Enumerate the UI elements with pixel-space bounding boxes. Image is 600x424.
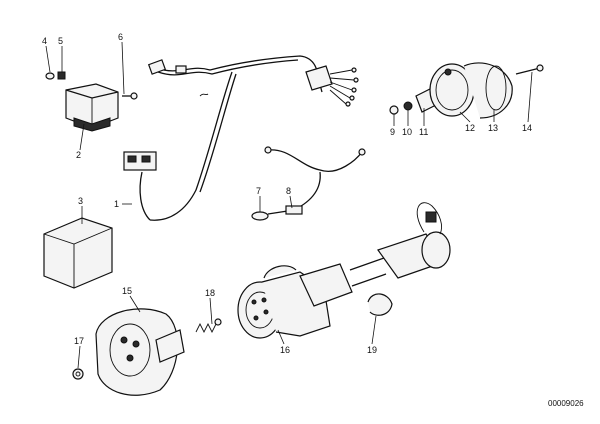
callout-9: 9 [390, 127, 395, 137]
callout-6: 6 [118, 32, 123, 42]
callout-16: 16 [280, 345, 290, 355]
part-19-clamp [367, 293, 393, 316]
part-15-socket-housing [95, 308, 185, 396]
part-3-cover [43, 217, 113, 289]
part-18-spring [195, 318, 222, 334]
part-9-spring-washer [389, 105, 399, 115]
callout-12: 12 [465, 123, 475, 133]
callout-15: 15 [122, 286, 132, 296]
part-14-bolt [515, 64, 544, 75]
part-5-nut [57, 71, 66, 80]
part-16-trailer-socket [237, 202, 451, 339]
drawing-code: 00009026 [548, 399, 584, 408]
callout-13: 13 [488, 123, 498, 133]
callout-11: 11 [419, 127, 428, 137]
part-2-relay [65, 83, 119, 132]
part-13-horn-cap [463, 62, 513, 119]
callout-17: 17 [74, 336, 84, 346]
callout-10: 10 [402, 127, 412, 137]
leader-lines [45, 41, 533, 369]
part-1-wiring-harness [123, 55, 359, 221]
callout-18: 18 [205, 288, 215, 298]
part-17-grommet [72, 368, 84, 380]
callout-8: 8 [286, 186, 291, 196]
part-10-nut [403, 101, 413, 111]
callout-7: 7 [256, 186, 261, 196]
part-8-ground-lead [264, 146, 366, 215]
callout-5: 5 [58, 36, 63, 46]
callout-19: 19 [367, 345, 377, 355]
callout-4: 4 [42, 36, 47, 46]
part-6-screw [122, 92, 138, 100]
part-7-ring-terminal [251, 211, 269, 221]
callout-1: 1 [114, 199, 119, 209]
part-4-washer [45, 72, 55, 80]
callout-14: 14 [522, 123, 532, 133]
callout-3: 3 [78, 196, 83, 206]
callout-2: 2 [76, 150, 81, 160]
